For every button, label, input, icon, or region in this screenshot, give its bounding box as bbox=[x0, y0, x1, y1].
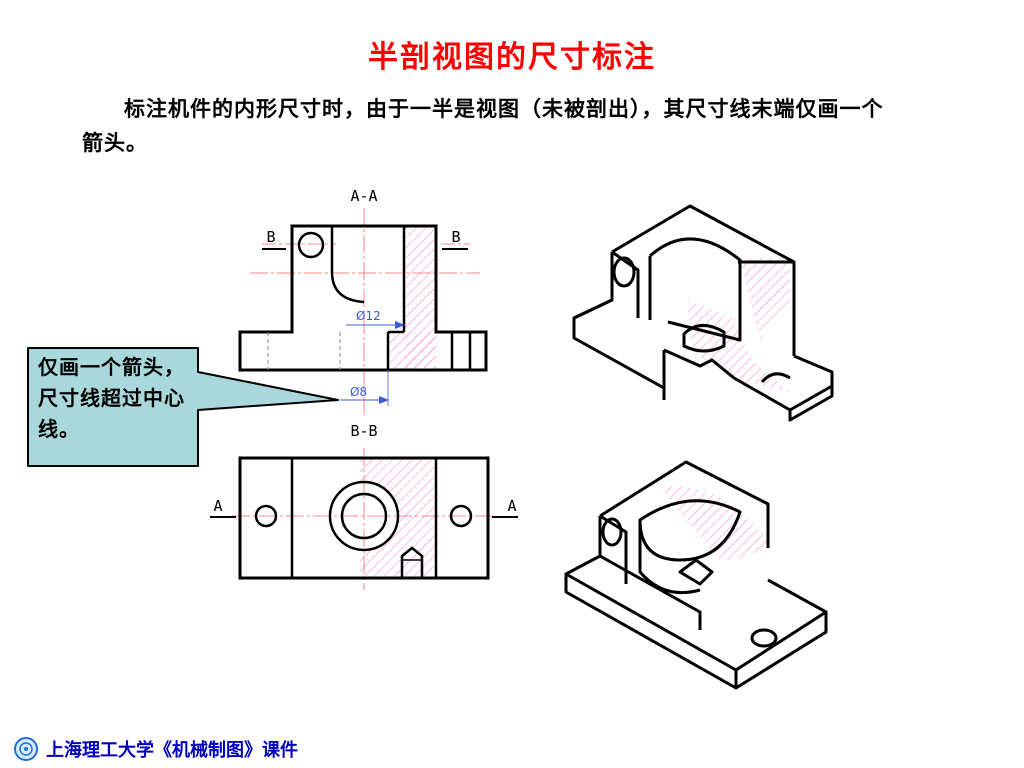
cut-label-b-left: B bbox=[266, 228, 275, 246]
hatch-base bbox=[388, 332, 436, 370]
cut-label-a-right: A bbox=[507, 497, 516, 515]
boss-inner-circle bbox=[340, 492, 388, 540]
top-outline bbox=[238, 456, 490, 580]
cut-label-a-left: A bbox=[213, 497, 222, 515]
description-text: 标注机件的内形尺寸时，由于一半是视图（未被剖出），其尺寸线末端仅画一个箭头。 bbox=[82, 96, 884, 155]
isometric-solid-lower bbox=[564, 460, 828, 690]
section-label-aa: A-A bbox=[350, 187, 377, 205]
cut-label-b-right: B bbox=[451, 228, 460, 246]
university-logo-icon bbox=[14, 737, 38, 761]
footer-text: 上海理工大学《机械制图》课件 bbox=[46, 740, 298, 761]
footer: 上海理工大学《机械制图》课件 bbox=[14, 736, 298, 762]
top-hole-right bbox=[449, 504, 473, 528]
dimension-text-8: Ø8 bbox=[350, 385, 367, 399]
top-view-bb: B-B A A bbox=[210, 422, 518, 590]
fillet-curve bbox=[330, 226, 365, 304]
isometric-section-upper bbox=[572, 204, 834, 422]
front-view-aa: A-A B B Ø12 Ø8 bbox=[238, 187, 488, 415]
boss-outer-circle bbox=[328, 480, 400, 552]
page-title: 半剖视图的尺寸标注 bbox=[368, 40, 656, 75]
callout-bubble bbox=[27, 347, 339, 467]
top-hole-left bbox=[254, 504, 278, 528]
front-hole-circle bbox=[297, 231, 325, 259]
callout-text: 仅画一个箭头，尺寸线超过中心线。 bbox=[38, 355, 185, 441]
top-notch bbox=[400, 546, 424, 578]
front-outline bbox=[238, 224, 488, 372]
section-label-bb: B-B bbox=[350, 422, 377, 440]
dimension-text-12: Ø12 bbox=[356, 309, 381, 323]
